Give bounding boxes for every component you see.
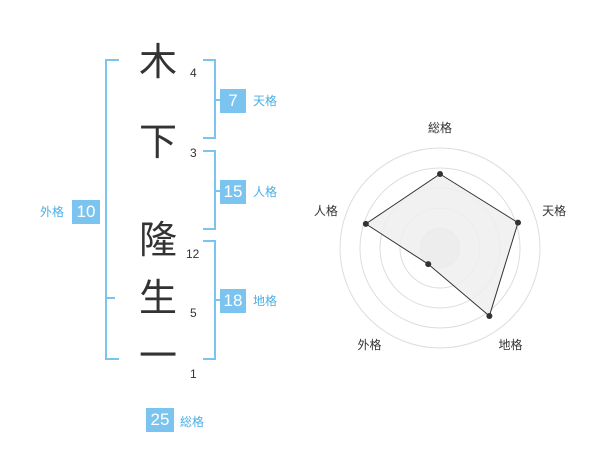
name-char-4: 生 <box>138 276 177 320</box>
radar-ring-5 <box>339 147 541 349</box>
radar-axis-label-1: 総格 <box>428 120 452 135</box>
radar-axis-label-2: 天格 <box>542 203 566 218</box>
radar-point-4 <box>425 261 432 268</box>
gaikaku-label: 外格 <box>40 205 65 219</box>
soukaku-value: 25 <box>146 408 174 432</box>
radar-axis-label-5: 人格 <box>314 203 338 218</box>
chikaku-label: 地格 <box>253 294 278 308</box>
jinkaku-label: 人格 <box>253 185 278 199</box>
name-char-5: 一 <box>138 334 177 378</box>
stroke-count-3: 12 <box>186 247 200 261</box>
soukaku-label: 総格 <box>180 415 205 429</box>
jinkaku-value: 15 <box>220 180 246 204</box>
radar-axis-label-3: 地格 <box>499 337 523 352</box>
tenkaku-label: 天格 <box>253 94 278 108</box>
radar-point-2 <box>514 219 521 226</box>
tenkaku-value: 7 <box>220 89 246 113</box>
radar-ring-4 <box>359 167 521 329</box>
name-char-1: 木 <box>138 40 177 84</box>
chikaku-value: 18 <box>220 289 246 313</box>
name-char-3: 隆 <box>138 218 177 262</box>
radar-point-3 <box>486 312 493 319</box>
stroke-count-2: 3 <box>190 146 197 160</box>
stroke-count-5: 1 <box>190 367 197 381</box>
radar-point-1 <box>437 171 443 177</box>
gaikaku-value: 10 <box>72 200 100 224</box>
radar-axis-label-4: 外格 <box>357 337 381 352</box>
radar-points <box>362 171 521 319</box>
radar-polygon <box>364 173 519 317</box>
name-char-2: 下 <box>138 120 177 164</box>
stroke-count-4: 5 <box>190 306 197 320</box>
radar-point-5 <box>362 220 369 227</box>
stroke-count-1: 4 <box>190 66 197 80</box>
